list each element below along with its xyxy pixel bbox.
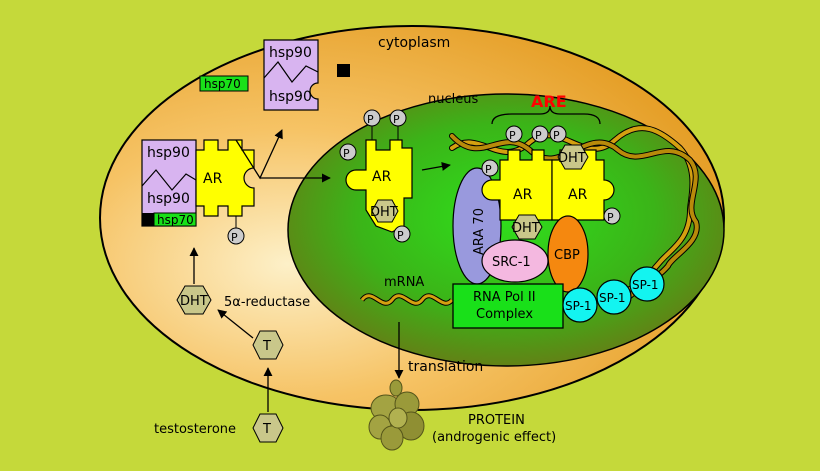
sp1-label: SP-1 [632, 278, 659, 292]
rna-pol-ii-complex: RNA Pol II Complex [452, 283, 564, 329]
dht-label: DHT [558, 151, 586, 166]
phosphate-label: P [485, 163, 492, 176]
hsp70-label: hsp70 [204, 77, 241, 91]
hsp90-label: hsp90 [269, 45, 312, 61]
hsp70-released: hsp70 [199, 75, 249, 92]
ar-hsp-complex: hsp90 hsp90 hsp70 [141, 139, 197, 227]
rna-pol-label: Complex [476, 307, 533, 322]
dht-molecule-cytoplasm: DHT [176, 285, 212, 315]
t-label: T [262, 339, 271, 354]
hsp90-label: hsp90 [147, 191, 190, 207]
ar-receptor-inactive: AR P [195, 139, 255, 245]
ar-label: AR [568, 187, 588, 203]
are-label: ARE [531, 92, 567, 111]
phosphate-label: P [509, 129, 516, 142]
protein-effect-label: (androgenic effect) [432, 430, 556, 445]
hsp70-label: hsp70 [157, 213, 194, 227]
testosterone-molecule-cell: T [252, 330, 284, 360]
hsp-fragment-square [337, 64, 350, 77]
phosphate-label: P [343, 147, 350, 160]
mrna-label: mRNA [384, 275, 424, 290]
sp1-label: SP-1 [599, 291, 626, 305]
phosphate-label: P [393, 113, 400, 126]
rna-pol-label: RNA Pol II [473, 290, 536, 305]
phosphate-label: P [397, 229, 404, 242]
ar-dht-complex-nuclear: P P P AR DHT P [339, 109, 413, 243]
protein-blob [368, 379, 425, 451]
phosphate-label: P [535, 129, 542, 142]
testosterone-molecule: T [252, 413, 284, 443]
hsp90-label: hsp90 [147, 145, 190, 161]
hsp90-label: hsp90 [269, 89, 312, 105]
phosphate-label: P [607, 211, 614, 224]
testosterone-label: testosterone [154, 422, 236, 437]
cbp-coactivator [547, 215, 589, 293]
ara70-label: ARA 70 [472, 208, 487, 255]
cytoplasm-label: cytoplasm [378, 35, 450, 51]
binding-arrow [421, 161, 451, 171]
dht-label: DHT [370, 205, 398, 220]
sp1-factors: SP-1 SP-1 SP-1 [562, 266, 665, 323]
translation-label: translation [408, 359, 483, 375]
ar-label: AR [513, 187, 533, 203]
ar-label: AR [372, 169, 392, 185]
t-label: T [262, 422, 271, 437]
src1-label: SRC-1 [492, 255, 531, 270]
hsp90-dimer-released: hsp90 hsp90 [263, 39, 319, 111]
phosphate-label: P [231, 231, 238, 244]
phosphate-label: P [367, 113, 374, 126]
ar-label: AR [203, 171, 223, 187]
cbp-label: CBP [554, 248, 580, 263]
protein-label: PROTEIN [468, 413, 525, 428]
mrna-strand [359, 293, 454, 306]
reductase-label: 5α-reductase [224, 295, 310, 310]
reduction-arrow [217, 309, 254, 339]
ar-dimer-bound: AR AR P P P P P DHT DHT [481, 125, 621, 240]
phosphate-label: P [553, 129, 560, 142]
dht-label: DHT [180, 294, 208, 309]
dht-label: DHT [512, 221, 540, 236]
sp1-label: SP-1 [565, 299, 592, 313]
are-brace [491, 105, 601, 125]
nucleus-label: nucleus [428, 92, 478, 107]
dna-helix [449, 125, 700, 299]
